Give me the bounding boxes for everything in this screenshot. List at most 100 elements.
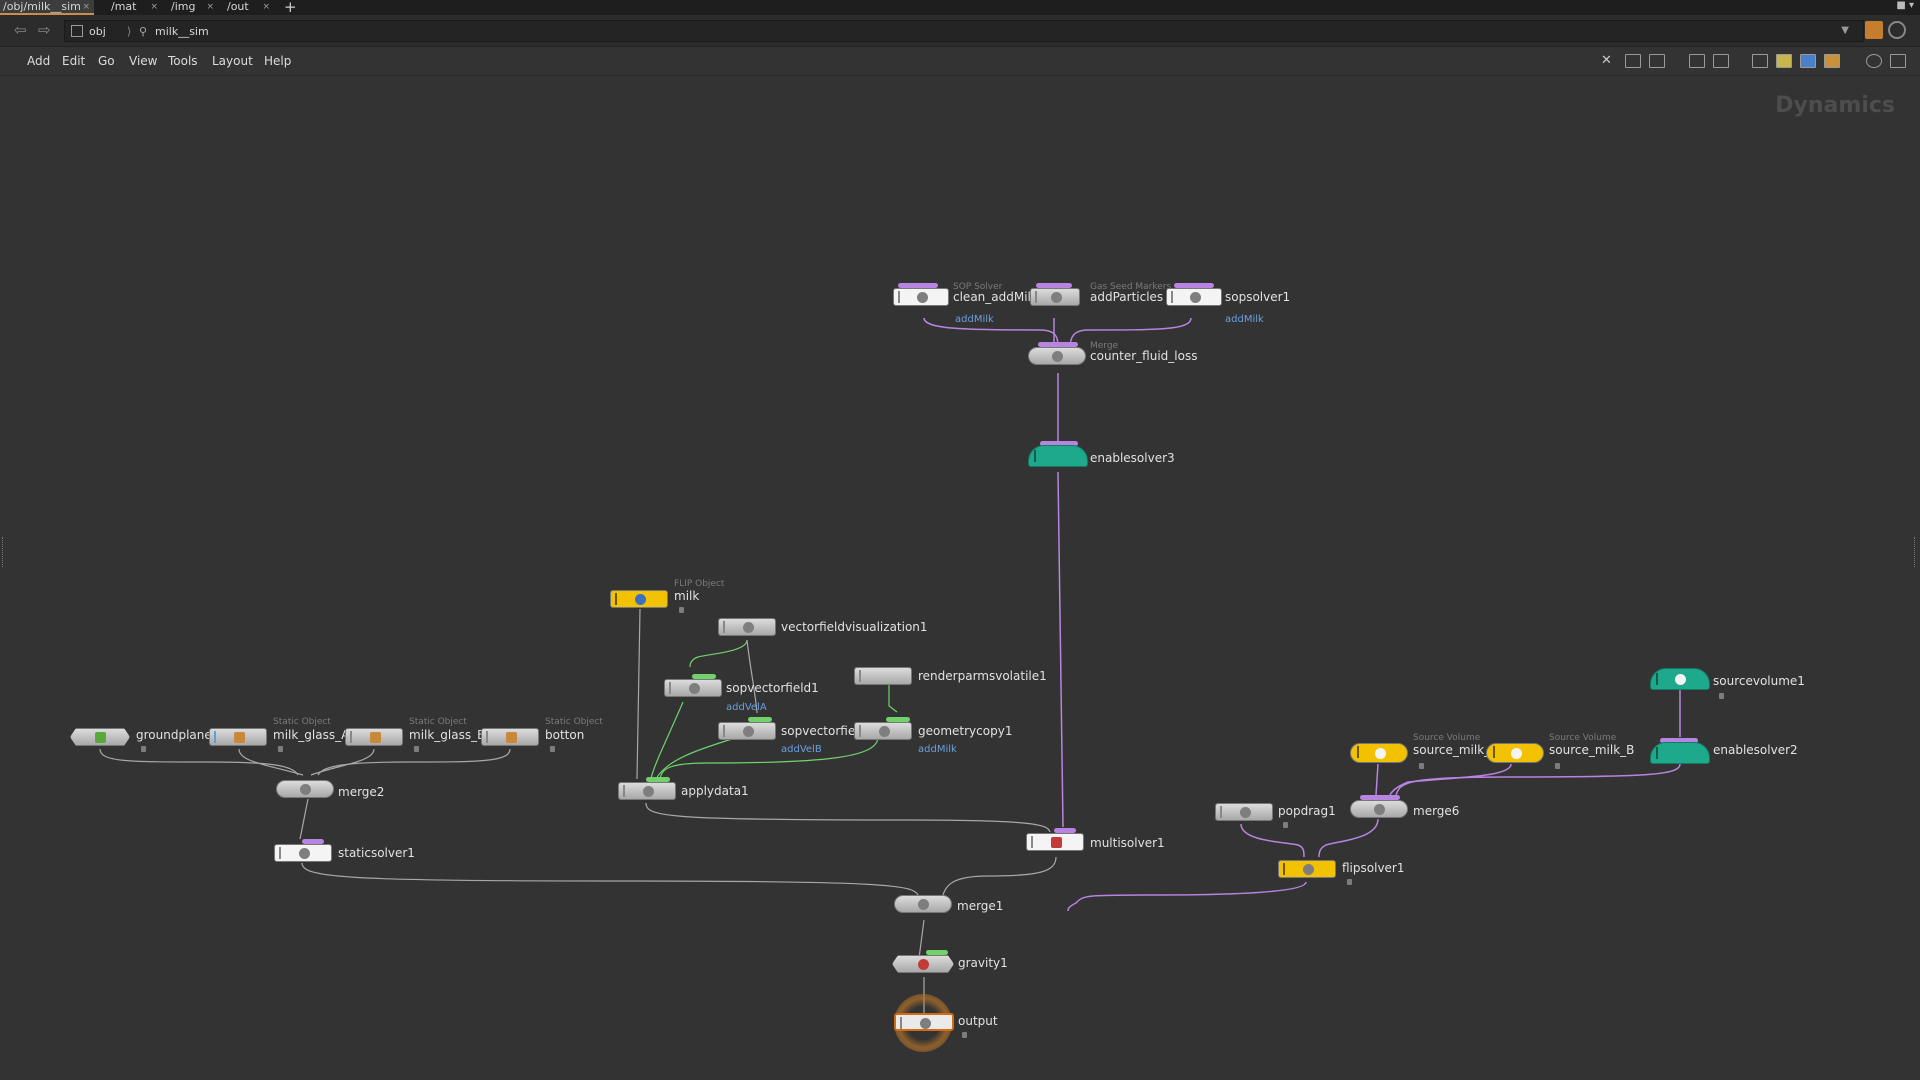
back-arrow-icon[interactable]: ⇦ bbox=[14, 21, 27, 39]
node-flipsolver1[interactable] bbox=[1278, 860, 1336, 878]
node-milk[interactable] bbox=[610, 590, 668, 608]
bypass-flag[interactable] bbox=[214, 731, 221, 743]
right-pane-handle[interactable] bbox=[1914, 537, 1917, 567]
menu-layout[interactable]: Layout bbox=[212, 54, 253, 68]
node-label: sopsolver1 bbox=[1225, 290, 1291, 304]
node-sopvectorfield2[interactable] bbox=[718, 722, 776, 740]
tools-icon[interactable]: ✕ bbox=[1601, 53, 1612, 68]
node-merge2[interactable] bbox=[276, 780, 334, 798]
bypass-flag[interactable] bbox=[900, 1017, 907, 1029]
node-milk-glass-a[interactable] bbox=[209, 728, 267, 746]
network-box-icon[interactable] bbox=[1752, 54, 1768, 68]
node-milk-glass-b[interactable] bbox=[345, 728, 403, 746]
node-output[interactable] bbox=[894, 1013, 954, 1031]
node-multisolver1[interactable] bbox=[1026, 833, 1084, 851]
node-merge6[interactable] bbox=[1350, 800, 1408, 818]
bypass-flag[interactable] bbox=[1493, 746, 1500, 758]
tab-label: /mat bbox=[111, 0, 137, 13]
bypass-flag[interactable] bbox=[1283, 863, 1290, 875]
node-counter-fluid-loss[interactable] bbox=[1028, 347, 1086, 365]
tree-view-icon[interactable] bbox=[1625, 54, 1641, 68]
close-icon[interactable]: × bbox=[206, 2, 214, 12]
lock-icon bbox=[1283, 822, 1288, 828]
node-sourcevolume1[interactable] bbox=[1650, 668, 1710, 690]
network-canvas[interactable]: Dynamics bbox=[2, 77, 1915, 1080]
menu-tools[interactable]: Tools bbox=[168, 54, 198, 68]
grid-icon[interactable] bbox=[1689, 54, 1705, 68]
sticky-note-icon[interactable] bbox=[1776, 54, 1792, 68]
node-clean-addmilk[interactable] bbox=[893, 288, 949, 306]
bypass-flag[interactable] bbox=[859, 670, 866, 682]
pin-icon[interactable] bbox=[1865, 21, 1883, 39]
node-applydata1[interactable] bbox=[618, 782, 676, 800]
node-merge1[interactable] bbox=[894, 895, 952, 913]
bypass-flag[interactable] bbox=[615, 593, 622, 605]
node-renderparmsvolatile1[interactable] bbox=[854, 667, 912, 685]
bypass-flag[interactable] bbox=[1656, 673, 1663, 685]
node-geometrycopy1[interactable] bbox=[854, 722, 912, 740]
close-icon[interactable]: × bbox=[82, 2, 90, 12]
node-sopvectorfield1[interactable] bbox=[664, 679, 722, 697]
node-label: multisolver1 bbox=[1090, 836, 1165, 850]
menu-help[interactable]: Help bbox=[264, 54, 292, 68]
menu-edit[interactable]: Edit bbox=[62, 54, 86, 68]
bypass-flag[interactable] bbox=[1034, 450, 1041, 462]
bypass-flag[interactable] bbox=[898, 291, 905, 303]
node-botton[interactable] bbox=[481, 728, 539, 746]
node-sopsolver1[interactable] bbox=[1166, 288, 1222, 306]
palette-icon[interactable] bbox=[1824, 54, 1840, 68]
path-dropdown-icon[interactable]: ▼ bbox=[1841, 25, 1849, 36]
forward-arrow-icon[interactable]: ⇨ bbox=[38, 21, 51, 39]
bypass-flag[interactable] bbox=[623, 785, 630, 797]
wire bbox=[99, 748, 299, 776]
bypass-flag[interactable] bbox=[350, 731, 357, 743]
search-icon[interactable] bbox=[1866, 54, 1882, 68]
node-vectorfieldvisualization1[interactable] bbox=[718, 618, 776, 636]
left-pane-handle[interactable] bbox=[2, 537, 5, 567]
bypass-flag[interactable] bbox=[1220, 806, 1227, 818]
bypass-flag[interactable] bbox=[1035, 291, 1042, 303]
bypass-flag[interactable] bbox=[723, 621, 730, 633]
bypass-flag[interactable] bbox=[1031, 836, 1038, 848]
menu-add[interactable]: Add bbox=[27, 54, 51, 68]
breadcrumb-obj[interactable]: obj bbox=[89, 25, 106, 38]
list-view-icon[interactable] bbox=[1649, 54, 1665, 68]
node-source-milk-a[interactable] bbox=[1350, 743, 1408, 763]
node-staticsolver1[interactable] bbox=[274, 844, 332, 862]
tab-out[interactable]: /out × bbox=[224, 0, 274, 15]
bypass-flag[interactable] bbox=[669, 682, 676, 694]
node-source-milk-b[interactable] bbox=[1486, 743, 1544, 763]
tab-mat[interactable]: /mat × bbox=[108, 0, 162, 15]
image-icon[interactable] bbox=[1800, 54, 1816, 68]
bypass-flag[interactable] bbox=[279, 847, 286, 859]
dynamics-icon: ⚲ bbox=[139, 25, 148, 38]
breadcrumb-milk-sim[interactable]: milk__sim bbox=[155, 25, 209, 38]
output-icon bbox=[920, 1018, 931, 1029]
bypass-flag[interactable] bbox=[486, 731, 493, 743]
bypass-flag[interactable] bbox=[859, 725, 866, 737]
help-icon[interactable] bbox=[1888, 21, 1906, 39]
add-tab-button[interactable]: + bbox=[284, 0, 297, 16]
path-field[interactable]: obj ⟩ ⚲ milk__sim ▼ bbox=[64, 20, 1864, 42]
node-addparticles[interactable] bbox=[1030, 288, 1080, 306]
menu-view[interactable]: View bbox=[129, 54, 158, 68]
bypass-flag[interactable] bbox=[723, 725, 730, 737]
node-type: Merge bbox=[1090, 341, 1119, 351]
layout-grid-icon[interactable] bbox=[1713, 54, 1729, 68]
bypass-flag[interactable] bbox=[1656, 747, 1663, 759]
node-groundplane[interactable] bbox=[70, 728, 130, 746]
node-gravity1[interactable] bbox=[892, 955, 954, 973]
display-options-icon[interactable] bbox=[1890, 54, 1906, 68]
menu-go[interactable]: Go bbox=[98, 54, 115, 68]
input-bar bbox=[646, 777, 670, 782]
bypass-flag[interactable] bbox=[1357, 746, 1364, 758]
bypass-flag[interactable] bbox=[1171, 291, 1178, 303]
close-icon[interactable]: × bbox=[262, 2, 270, 12]
close-icon[interactable]: × bbox=[150, 2, 158, 12]
node-popdrag1[interactable] bbox=[1215, 803, 1273, 821]
tab-img[interactable]: /img × bbox=[168, 0, 218, 15]
node-enablesolver2[interactable] bbox=[1650, 742, 1710, 764]
tab-obj-milk-sim[interactable]: /obj/milk__sim × bbox=[0, 0, 94, 15]
window-menu-icon[interactable]: ■ ▾ bbox=[1896, 0, 1914, 11]
node-enablesolver3[interactable] bbox=[1028, 445, 1088, 467]
